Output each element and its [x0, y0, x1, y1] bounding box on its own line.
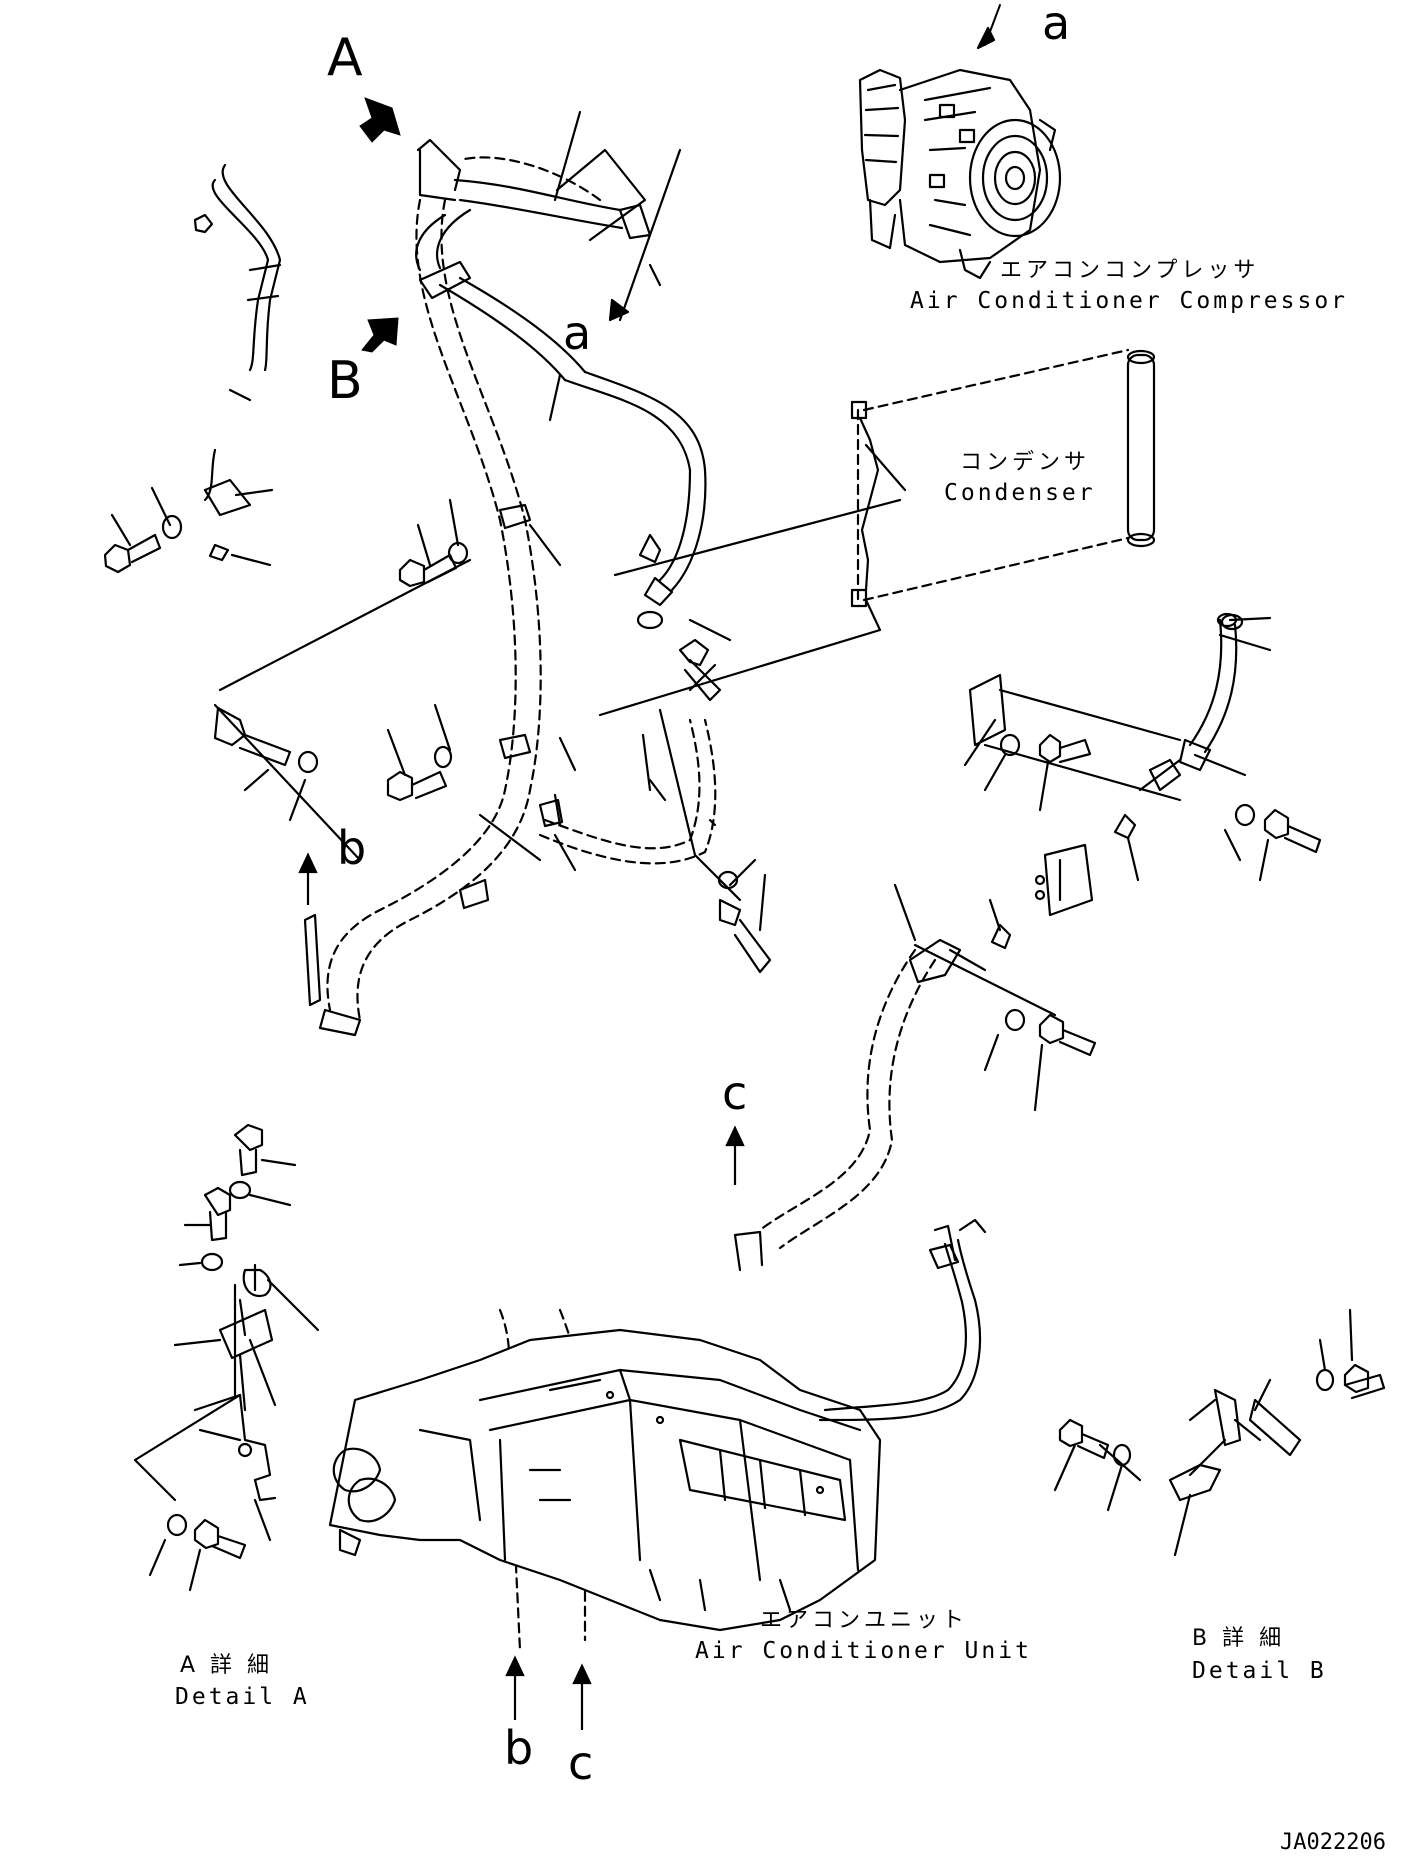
dashed-hoses [326, 156, 937, 1652]
detail-a-reference-label: A [327, 28, 363, 88]
reference-arrows [298, 852, 745, 1730]
detail-b-label-jp: B 詳 細 [1192, 1626, 1286, 1651]
upper-hoses [415, 110, 707, 607]
view-arrows [359, 97, 401, 353]
detail-b-label-en: Detail B [1192, 1658, 1327, 1684]
detail-b-drawing [1053, 1308, 1386, 1557]
compressor-drawing [858, 4, 1062, 280]
condenser-label-jp: コンデンサ [960, 450, 1091, 475]
condenser-drawing [598, 348, 1156, 717]
connection-a-label-mid: a [563, 306, 592, 360]
unit-label-en: Air Conditioner Unit [695, 1638, 1032, 1664]
connection-b-label-left: b [337, 821, 367, 875]
compressor-label-en: Air Conditioner Compressor [910, 288, 1349, 314]
drawing-code: JA022206 [1280, 1830, 1386, 1855]
connection-b-label-bottom: b [504, 1721, 534, 1775]
ac-unit-drawing [328, 1218, 987, 1632]
condenser-label-en: Condenser [944, 480, 1096, 506]
unit-label-jp: エアコンユニット [760, 1608, 969, 1633]
hose-clamps [303, 503, 564, 1037]
connection-a-label-top: a [1042, 0, 1071, 50]
connection-c-label-mid: c [722, 1066, 748, 1120]
detail-b-reference-label: B [327, 351, 363, 411]
compressor-label-jp: エアコンコンプレッサ [1000, 258, 1260, 283]
detail-a-label-en: Detail A [175, 1684, 310, 1710]
right-assembly [733, 612, 1322, 1272]
detail-a-drawing [133, 1123, 320, 1592]
connection-c-label-bottom: c [568, 1736, 594, 1790]
detail-a-label-jp: A 詳 細 [180, 1653, 274, 1678]
fasteners [103, 163, 772, 974]
